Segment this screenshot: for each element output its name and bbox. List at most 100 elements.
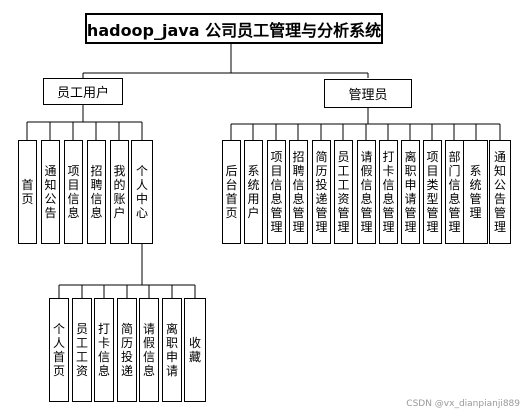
label-char: 门 bbox=[448, 164, 461, 178]
label-char: 管 bbox=[382, 206, 395, 220]
label-char: 管 bbox=[337, 206, 350, 220]
root-system-title: hadoop_java 公司员工管理与分析系统 bbox=[85, 13, 383, 44]
watermark: CSDN @vx_dianpianji889 bbox=[406, 399, 520, 409]
label-char: 项 bbox=[426, 150, 439, 164]
employee-item-project: 项目信息 bbox=[64, 140, 83, 244]
label-char: 公 bbox=[493, 178, 506, 192]
label-char: 工 bbox=[337, 178, 350, 192]
label-char: 信 bbox=[360, 178, 373, 192]
label-char: 管 bbox=[426, 206, 439, 220]
label-char: 离 bbox=[404, 150, 417, 164]
label-char: 息 bbox=[67, 206, 80, 220]
label-char: 申 bbox=[165, 350, 178, 364]
label-char: 息 bbox=[142, 364, 155, 378]
label-char: 历 bbox=[315, 164, 328, 178]
label-char: 信 bbox=[97, 350, 110, 364]
label-char: 招 bbox=[292, 150, 305, 164]
label-char: 请 bbox=[165, 364, 178, 378]
admin-item-leave-mgmt: 请假信息管理 bbox=[357, 140, 376, 244]
label-char: 管 bbox=[448, 206, 461, 220]
label-char: 递 bbox=[315, 192, 328, 206]
label-char: 简 bbox=[120, 322, 133, 336]
label-char: 我 bbox=[113, 164, 126, 178]
label-char: 信 bbox=[292, 178, 305, 192]
label-char: 信 bbox=[382, 178, 395, 192]
label-char: 项 bbox=[270, 150, 283, 164]
label-char: 申 bbox=[404, 178, 417, 192]
pc-item-attendance: 打卡信息 bbox=[94, 298, 114, 402]
admin-item-system-mgmt: 系统管理 bbox=[463, 140, 488, 244]
label-char: 假 bbox=[360, 164, 373, 178]
label-char: 公 bbox=[44, 192, 57, 206]
label-char: 招 bbox=[90, 164, 103, 178]
label-char: 工 bbox=[75, 350, 88, 364]
label-char: 请 bbox=[142, 322, 155, 336]
label-char: 卡 bbox=[382, 164, 395, 178]
label-char: 理 bbox=[360, 220, 373, 234]
admin-item-attendance-mgmt: 打卡信息管理 bbox=[379, 140, 398, 244]
label-char: 管 bbox=[404, 206, 417, 220]
admin-item-recruit-mgmt: 招聘信息管理 bbox=[289, 140, 308, 244]
label-char: 理 bbox=[448, 220, 461, 234]
employee-item-home: 首页 bbox=[18, 140, 37, 244]
pc-item-salary: 员工工资 bbox=[72, 298, 92, 402]
admin-item-salary-mgmt: 员工工资管理 bbox=[334, 140, 353, 244]
admin-item-system-users: 系统用户 bbox=[244, 140, 263, 244]
label-char: 聘 bbox=[90, 178, 103, 192]
admin-item-notice-mgmt: 通知公告管理 bbox=[489, 140, 511, 244]
label-char: 历 bbox=[120, 336, 133, 350]
label-char: 中 bbox=[135, 192, 148, 206]
label-char: 目 bbox=[67, 178, 80, 192]
label-char: 首 bbox=[21, 178, 34, 192]
label-char: 管 bbox=[315, 206, 328, 220]
label-char: 系 bbox=[469, 164, 482, 178]
label-char: 工 bbox=[75, 336, 88, 350]
label-char: 首 bbox=[225, 192, 238, 206]
label-char: 管 bbox=[493, 206, 506, 220]
label-char: 卡 bbox=[97, 336, 110, 350]
label-char: 聘 bbox=[292, 164, 305, 178]
label-char: 的 bbox=[113, 178, 126, 192]
label-char: 页 bbox=[225, 206, 238, 220]
admin-item-dashboard: 后台首页 bbox=[222, 140, 241, 244]
label-char: 请 bbox=[360, 150, 373, 164]
label-char: 信 bbox=[142, 350, 155, 364]
label-char: 信 bbox=[90, 192, 103, 206]
label-char: 项 bbox=[67, 164, 80, 178]
label-char: 理 bbox=[292, 220, 305, 234]
employee-item-recruit: 招聘信息 bbox=[87, 140, 106, 244]
employee-item-personal-center: 个人中心 bbox=[131, 140, 153, 244]
label-char: 心 bbox=[135, 206, 148, 220]
employee-item-notice: 通知公告 bbox=[41, 140, 60, 244]
label-char: 理 bbox=[404, 220, 417, 234]
label-char: 息 bbox=[270, 192, 283, 206]
label-char: 信 bbox=[270, 178, 283, 192]
label-char: 系 bbox=[247, 164, 260, 178]
label-char: 后 bbox=[225, 164, 238, 178]
label-char: 投 bbox=[315, 178, 328, 192]
label-char: 通 bbox=[44, 164, 57, 178]
label-char: 首 bbox=[52, 350, 65, 364]
label-char: 离 bbox=[165, 322, 178, 336]
label-char: 息 bbox=[382, 192, 395, 206]
label-char: 理 bbox=[315, 220, 328, 234]
label-char: 告 bbox=[44, 206, 57, 220]
employee-user-node: 员工用户 bbox=[43, 78, 123, 105]
label-char: 目 bbox=[426, 164, 439, 178]
label-char: 理 bbox=[337, 220, 350, 234]
label-char: 知 bbox=[493, 164, 506, 178]
label-char: 理 bbox=[469, 206, 482, 220]
employee-item-account: 我的账户 bbox=[110, 140, 129, 244]
label-char: 递 bbox=[120, 364, 133, 378]
label-char: 理 bbox=[270, 220, 283, 234]
label-char: 打 bbox=[97, 322, 110, 336]
admin-node: 管理员 bbox=[324, 79, 412, 108]
label-char: 职 bbox=[404, 164, 417, 178]
label-char: 请 bbox=[404, 192, 417, 206]
label-char: 息 bbox=[360, 192, 373, 206]
label-char: 页 bbox=[21, 192, 34, 206]
label-char: 通 bbox=[493, 150, 506, 164]
label-char: 员 bbox=[75, 322, 88, 336]
label-char: 个 bbox=[135, 164, 148, 178]
